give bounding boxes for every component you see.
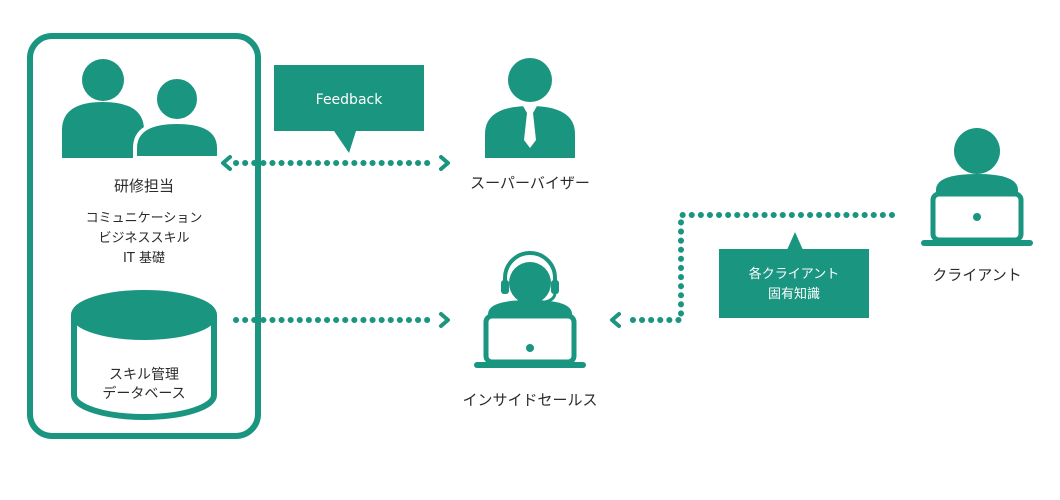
curriculum-item: ビジネススキル <box>98 231 189 246</box>
trainers-icon <box>62 59 221 160</box>
inside-sales-label: インサイドセールス <box>462 391 597 409</box>
database-label-line2: データベース <box>102 385 185 402</box>
curriculum-item: コミュニケーション <box>86 211 203 226</box>
curriculum-item: IT 基礎 <box>123 251 165 266</box>
database-label-line1: スキル管理 <box>109 367 179 383</box>
client-arrow <box>610 212 895 328</box>
knowledge-line1: 各クライアント <box>749 266 839 282</box>
database-icon <box>71 290 217 420</box>
headset-operator-icon <box>474 251 586 368</box>
client-label: クライアント <box>932 266 1021 284</box>
feedback-callout: Feedback <box>274 65 424 153</box>
training-label: 研修担当 <box>114 177 174 195</box>
knowledge-callout: 各クライアント 固有知識 <box>719 232 869 318</box>
feedback-arrow <box>221 155 450 171</box>
client-laptop-icon <box>921 128 1033 246</box>
training-panel <box>27 33 261 439</box>
supervisor-icon <box>485 58 575 158</box>
feedback-text: Feedback <box>316 92 384 108</box>
supervisor-label: スーパーバイザー <box>470 174 590 192</box>
database-arrow <box>233 312 450 328</box>
curriculum-list: コミュニケーション ビジネススキル IT 基礎 <box>86 211 203 266</box>
knowledge-line2: 固有知識 <box>768 286 820 302</box>
